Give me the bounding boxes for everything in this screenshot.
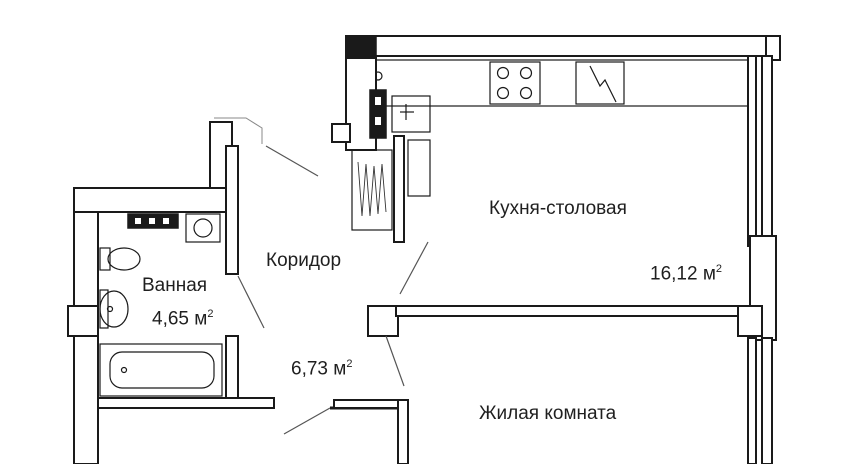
corridor-bottom-wall [333,399,409,409]
kitchen-room-name: Кухня-столовая [489,198,627,219]
washing-machine-icon [185,213,221,243]
entrance-door-leaf[interactable] [265,145,319,177]
living-room-left-wall [397,399,409,464]
fridge-icon [575,61,625,105]
vent-block-1 [373,95,383,107]
washbasin-icon [99,289,129,329]
central-column [367,305,399,337]
radiator-icon [127,213,179,229]
corridor-area: 6,73 м2 [291,358,352,380]
bathroom-right-wall-lower [225,335,239,401]
kitchen-counter [375,59,749,107]
kitchen-cabinet [407,139,431,197]
toilet-icon [99,247,141,271]
bathroom-area-value: 4,65 м [152,308,208,330]
bathroom-area-unit-sup: 2 [207,308,214,320]
bathroom-area: 4,65 м2 [152,308,213,330]
corridor-area-value: 6,73 м [291,358,347,380]
living-door-leaf[interactable] [385,335,405,387]
kitchen-left-partition [393,135,405,243]
kitchen-living-wall [395,305,751,317]
living-room-name: Жилая комната [479,403,617,424]
entrance-niche [214,117,263,144]
right-wall-lower [747,337,757,464]
wardrobe-hangers [357,161,387,217]
bathroom-door-leaf[interactable] [237,275,265,329]
bathtub-icon [99,343,223,397]
wall-end-column [737,305,763,337]
window-frame-upper [761,55,773,247]
wardrobe [351,149,393,231]
stove-icon [489,61,541,105]
column-stub [331,123,351,143]
bathroom-room-name: Ванная [142,275,208,296]
right-wall-upper [747,55,757,247]
bedroom-door-leaf[interactable] [283,407,331,435]
top-outer-wall [345,35,777,57]
bathroom-top-wall [73,187,235,213]
living-room-corner-wall [330,406,406,464]
kitchen-area-unit-sup: 2 [715,263,723,275]
bathroom-left-column [67,305,99,337]
kitchen-door-leaf[interactable] [399,241,429,295]
corridor-area-unit-sup: 2 [346,358,353,370]
window-frame-lower [761,337,773,464]
sink-icon [391,95,431,133]
kitchen-area-value: 16,12 м [650,263,716,285]
bathroom-right-wall [225,145,239,275]
corridor-room-name: Коридор [266,250,342,271]
bathroom-bottom-wall [97,397,275,409]
kitchen-area: 16,12 м2 [650,263,722,285]
top-left-column [345,35,377,59]
vent-block-2 [373,115,383,127]
